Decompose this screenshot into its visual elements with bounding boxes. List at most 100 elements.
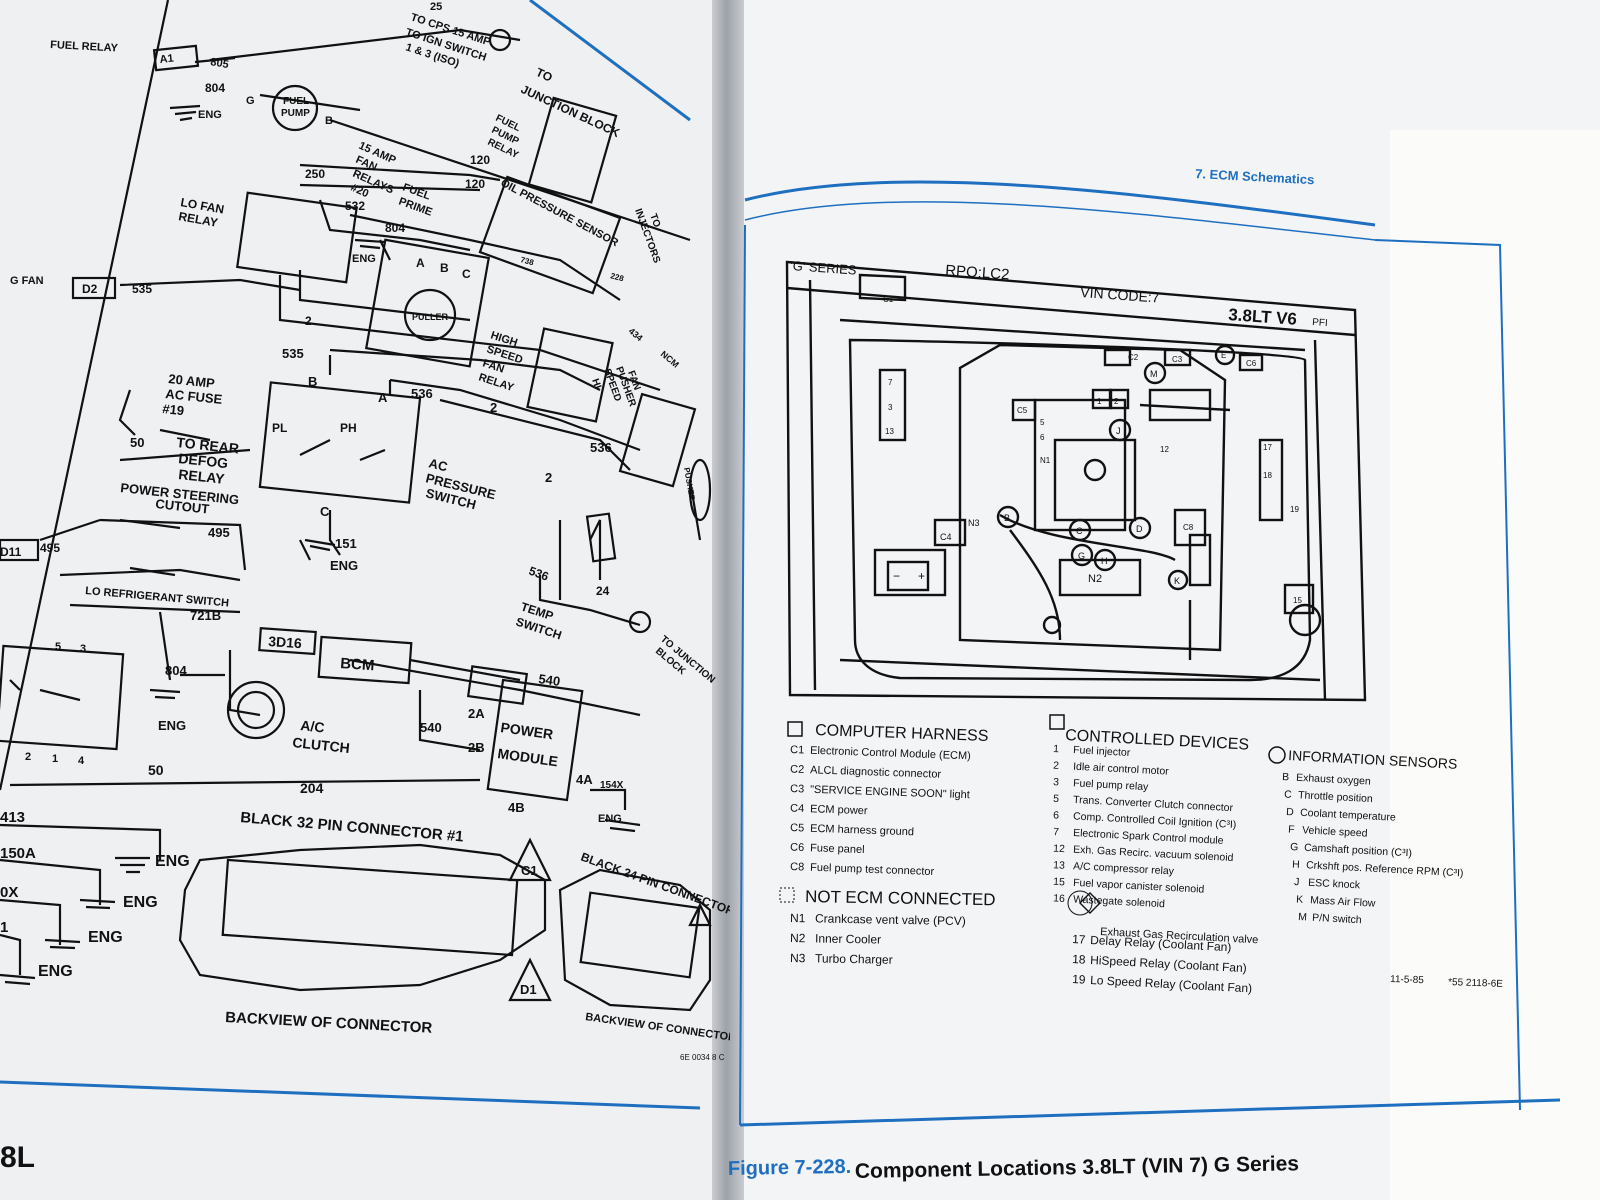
pm-2a: 2A [468,706,485,721]
wire-495b: 495 [40,541,60,555]
label-fp-b: B [325,115,333,127]
label-relay: RELAY [178,466,226,487]
wire-532: 532 [345,199,365,213]
pin-c: C [462,267,471,281]
label-num19: #19 [162,401,185,418]
wire-536c: 536 [527,564,551,584]
label-eng-4: ENG [38,963,73,980]
wire-151: 151 [335,536,357,551]
label-fuel-pump: FUEL [283,96,309,107]
wire-495a: 495 [208,525,230,540]
label-code-6e: 6E 0034 8 C [680,1053,725,1062]
wire-738: 738 [519,255,535,267]
label-backview-2: BACKVIEW OF CONNECTOR [585,1011,730,1044]
wire-250: 250 [305,167,325,181]
wire-413: 413 [0,809,25,826]
relay-pin-4: 4 [78,755,85,767]
label-lo-fan2: RELAY [177,209,218,230]
wire-204: 204 [300,780,324,796]
label-d2: D2 [82,282,98,296]
wire-535a: 535 [132,282,152,296]
label-a1: A1 [159,53,174,66]
switch-a: A [378,390,388,405]
wire-50a: 50 [130,435,144,450]
left-page [0,0,728,1200]
pin-b: B [440,261,449,275]
wire-228: 228 [609,271,625,283]
wiring-schematic: FUEL RELAY A1 805 TO CPS 15 AMP TO IGN S… [0,0,730,1174]
wire-540a: 540 [538,671,562,689]
relay-pin-1: 1 [52,753,58,765]
label-3d16: 3D16 [268,633,303,651]
wire-536a: 536 [411,386,433,401]
label-black-24: BLACK 24 PIN CONNECTOR #2 [579,850,730,925]
switch-pl: PL [272,421,287,435]
label-power-module2: MODULE [497,745,559,769]
wire-2c: 2 [545,470,552,485]
label-to-rear: TO REAR [176,434,240,456]
label-power-module: POWER [500,719,555,742]
label-puller: PULLER [412,312,449,322]
wire-0x: 0X [0,884,18,901]
label-c1: C1 [521,863,538,878]
label-pusher: PUSHER [682,467,697,502]
label-eng-puller-gnd: ENG [352,253,376,265]
label-eng-1: ENG [155,853,190,870]
wire-535b: 535 [282,346,304,361]
wire-24: 24 [596,584,610,598]
label-eng-3: ENG [88,929,123,946]
label-to-junction-top2: JUNCTION BLOCK [519,82,622,140]
label-fuel-relay: FUEL RELAY [50,39,119,55]
relay-pin-2: 2 [25,751,31,763]
label-g: G [246,95,255,107]
page-id: 8L [0,1141,35,1174]
wire-150a: 150A [0,845,36,862]
label-high-speed4: RELAY [477,371,516,394]
pm-4a: 4A [576,772,593,787]
label-defog: DEFOG [178,450,229,471]
label-d1: D1 [520,982,537,997]
wire-804c: 804 [165,663,187,678]
label-20amp: 20 AMP [168,371,216,391]
book-spine [712,0,744,1200]
wire-540b: 540 [420,720,442,735]
label-cutout: CUTOUT [155,496,210,517]
label-g-fan: G FAN [10,275,44,287]
pm-2b: 2B [468,740,485,755]
label-ac-clutch2: CLUTCH [292,734,351,756]
label-hi-speed-pusher: HI [589,377,603,390]
switch-ph: PH [340,421,357,435]
label-ncm: NCM [659,349,681,370]
label-eng-top: ENG [198,109,222,121]
wire-120a: 120 [470,153,490,167]
wire-2a: 2 [305,314,312,328]
wire-804a: 804 [205,81,225,95]
wire-1: 1 [0,919,8,936]
wire-804b: 804 [385,221,405,235]
wire-721b: 721B [190,608,221,623]
wire-154x: 154X [600,780,624,791]
label-eng-ac: ENG [330,558,358,573]
label-ac-fuse: AC FUSE [165,386,224,407]
pm-4b: 4B [508,800,525,815]
label-backview-1: BACKVIEW OF CONNECTOR [225,1009,433,1037]
wire-805: 805 [209,56,229,71]
label-to-fuel-inj: TO [647,212,662,229]
label-bcm: BCM [340,655,375,674]
page-stack-edge [1390,130,1600,1200]
wire-2b: 2 [490,400,497,415]
label-ac-pressure: AC [427,455,449,474]
label-eng-clutch: ENG [158,718,186,733]
wire-120b: 120 [465,177,485,191]
label-d11: D11 [0,545,22,559]
label-fuel-pump2: PUMP [281,108,310,119]
wire-25: 25 [430,1,442,13]
label-to-junction-top: TO [534,65,555,85]
wire-434: 434 [627,326,645,343]
wire-536b: 536 [590,440,612,455]
relay-pin-3: 3 [80,643,86,655]
label-black-32: BLACK 32 PIN CONNECTOR #1 [240,809,465,845]
relay-pin-5: 5 [55,641,61,653]
switch-c: C [320,504,330,519]
